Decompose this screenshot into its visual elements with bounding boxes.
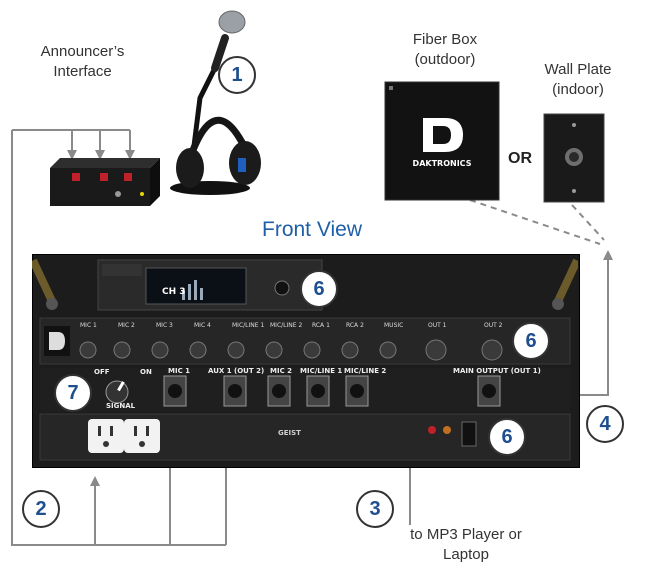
jack-micline1-label: MIC/LINE 1	[300, 367, 343, 375]
fiber-box-brand: DAKTRONICS	[413, 159, 472, 168]
or-label: OR	[508, 150, 532, 167]
receiver-channel: CH 3	[162, 287, 186, 297]
mixer-ch-out2: OUT 2	[484, 322, 503, 329]
mixer-ch-micline1: MIC/LINE 1	[232, 322, 265, 329]
switch-signal-label: SIGNAL	[106, 402, 136, 410]
callout-7: 7	[54, 374, 92, 412]
callout-2: 2	[22, 490, 60, 528]
mixer-ch-mic1: MIC 1	[80, 322, 97, 329]
switch-off-label: OFF	[94, 368, 110, 376]
jack-mic1-label: MIC 1	[168, 367, 191, 375]
announcer-interface-illustration	[50, 10, 261, 206]
rack-details	[32, 258, 578, 461]
callout-6-receiver: 6	[300, 270, 338, 308]
headphones	[176, 116, 261, 188]
jack-micline2-label: MIC/LINE 2	[344, 367, 387, 375]
daktronics-logo	[423, 118, 463, 152]
callout-4: 4	[586, 405, 624, 443]
jack-aux1-label: AUX 1 (OUT 2)	[208, 367, 265, 375]
callout-1: 1	[218, 56, 256, 94]
callout-3: 3	[356, 490, 394, 528]
mixer-ch-mic4: MIC 4	[194, 322, 211, 329]
mixer-ch-mic2: MIC 2	[118, 322, 135, 329]
mixer-ch-music: MUSIC	[384, 322, 404, 329]
mixer-ch-micline2: MIC/LINE 2	[270, 322, 303, 329]
announcer-interface-label: Announcer’s Interface	[40, 43, 125, 80]
main-output-label: MAIN OUTPUT (OUT 1)	[453, 367, 541, 375]
front-view-title: Front View	[262, 218, 362, 241]
jack-mic2-label: MIC 2	[270, 367, 293, 375]
mp3-label: to MP3 Player or Laptop	[410, 526, 522, 563]
wall-plate-image	[543, 113, 605, 203]
announcer-loop-line	[11, 130, 226, 546]
announcer-console	[50, 158, 160, 206]
callout-6-power: 6	[488, 418, 526, 456]
mixer-ch-out1: OUT 1	[428, 322, 447, 329]
pdu-brand: GEIST	[278, 429, 301, 437]
fiber-box-label: Fiber Box (outdoor)	[412, 31, 478, 68]
level-meter	[182, 280, 203, 300]
mixer-ch-rca2: RCA 2	[346, 322, 364, 329]
mixer-ch-rca1: RCA 1	[312, 322, 330, 329]
callout-6-mixer: 6	[512, 322, 550, 360]
wall-plate-label: Wall Plate (indoor)	[544, 61, 612, 98]
switch-on-label: ON	[140, 368, 152, 376]
mixer-ch-mic3: MIC 3	[156, 322, 173, 329]
fiber-box-image: DAKTRONICS	[384, 81, 500, 201]
